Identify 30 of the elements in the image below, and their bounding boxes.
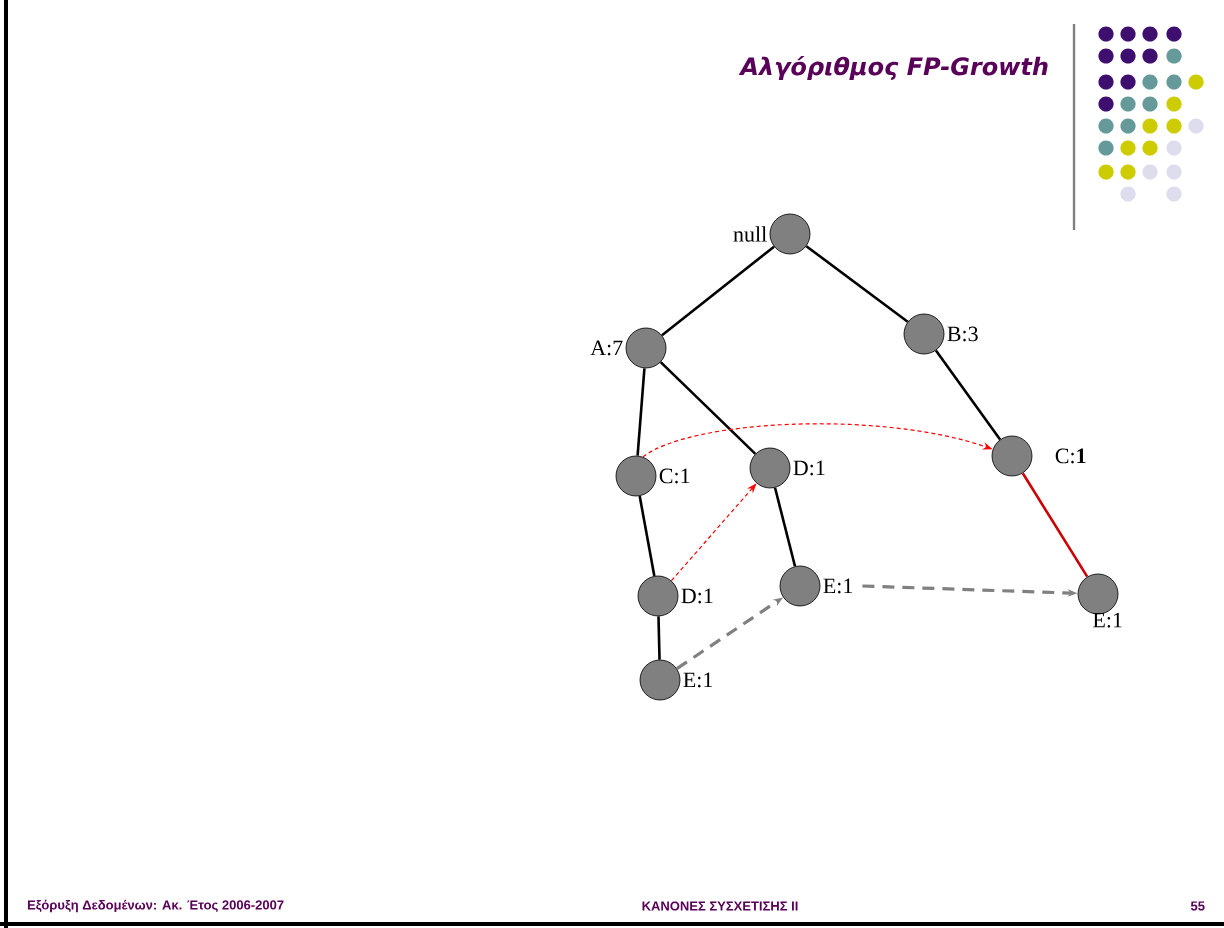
tree-edge xyxy=(638,495,656,577)
node-label: D:1 xyxy=(793,460,825,476)
tree-edge xyxy=(1021,472,1089,578)
tree-edge xyxy=(773,487,797,567)
tree-node: B:3 xyxy=(903,313,978,355)
tree-node: C:1 xyxy=(991,435,1086,477)
node-label: C:1 xyxy=(659,468,690,484)
node-label: A:7 xyxy=(590,340,623,356)
node-label: D:1 xyxy=(681,588,713,604)
node-label: B:3 xyxy=(947,326,978,342)
tree-node: C:1 xyxy=(615,455,690,497)
tree-edge xyxy=(657,616,661,660)
tree-node: A:7 xyxy=(590,327,667,369)
tree-edge xyxy=(636,368,646,456)
tree-edge xyxy=(805,245,909,323)
node-label: E:1 xyxy=(823,578,853,594)
node-label: C:1 xyxy=(1055,448,1086,464)
node-label: E:1 xyxy=(1093,612,1122,628)
tree-node: E:1 xyxy=(639,659,713,701)
tree-edge xyxy=(661,245,775,337)
tree-node: E:1 xyxy=(779,565,853,607)
title: Αλγόριθμος FP-Growth xyxy=(738,55,1048,81)
tree-edge xyxy=(659,361,757,455)
tree-edge xyxy=(934,349,1002,441)
node-label: null xyxy=(733,226,767,242)
node-label: E:1 xyxy=(683,672,713,688)
tree-node: E:1 xyxy=(1077,573,1122,628)
tree-node: D:1 xyxy=(749,447,825,489)
tree-node: D:1 xyxy=(637,575,713,617)
tree-node: null xyxy=(733,213,811,255)
